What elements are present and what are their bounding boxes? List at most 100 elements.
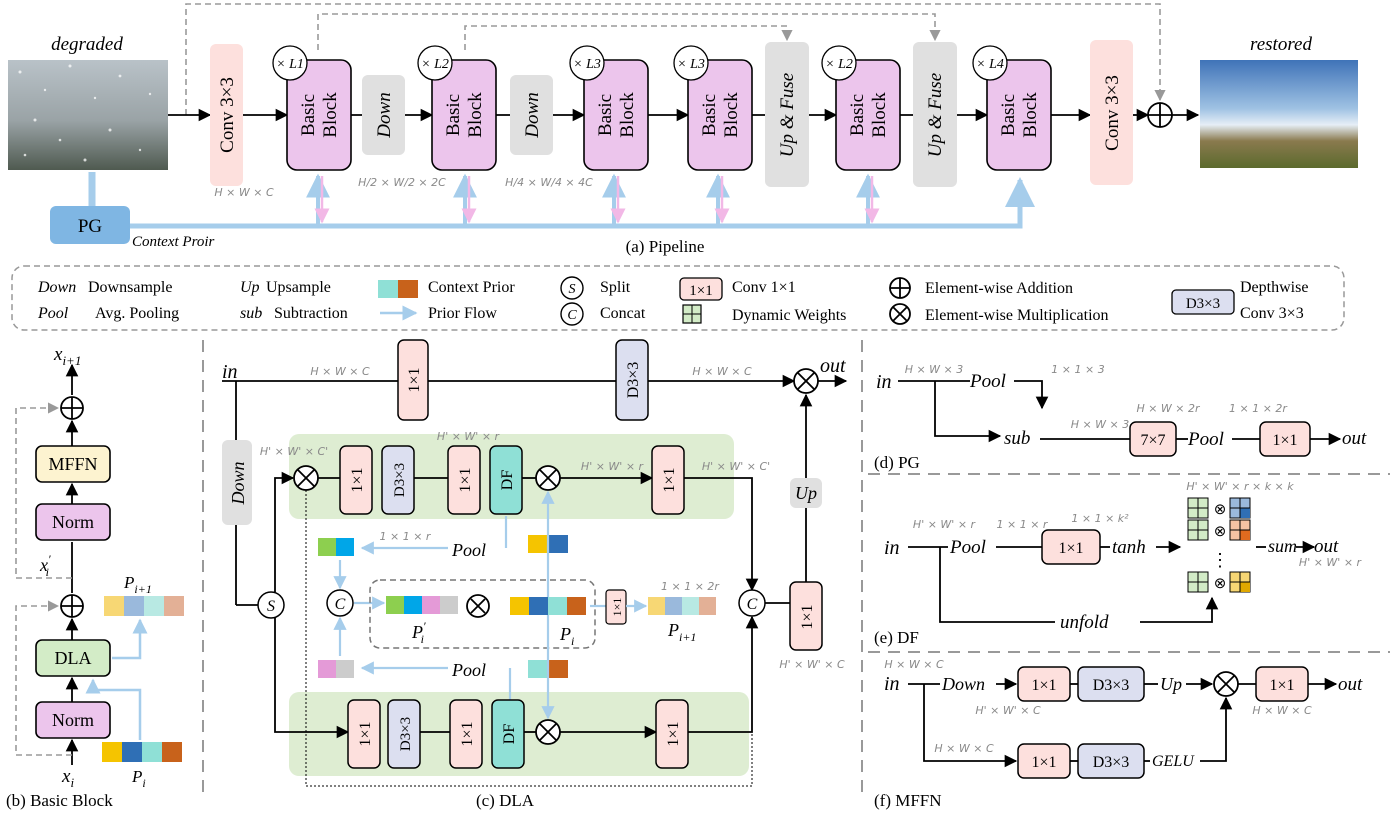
svg-text:Conv 3×3: Conv 3×3 (1240, 305, 1304, 322)
svg-text:H × W × C: H × W × C (1252, 704, 1312, 717)
svg-text:D3×3: D3×3 (398, 717, 414, 751)
svg-text:in: in (884, 537, 900, 559)
context-prior-swatch-2 (398, 280, 418, 298)
basic-block-4: Basic Block × L3 (674, 46, 752, 170)
svg-text:Down: Down (374, 92, 395, 138)
add-legend-icon (890, 278, 910, 298)
svg-text:1×1: 1×1 (457, 467, 474, 492)
dim-hwc: H × W × C (214, 186, 274, 199)
svg-text:H' × W' × C: H' × W' × C (975, 704, 1041, 717)
svg-text:Norm: Norm (52, 710, 94, 730)
p-out-label: Pi+1 (123, 573, 152, 596)
svg-text:H × W × C: H × W × C (934, 742, 994, 755)
svg-text:C: C (567, 308, 577, 323)
basic-block-6: Basic Block × L4 (973, 46, 1051, 170)
mul-legend-icon (890, 304, 910, 324)
svg-text:H × W × 2r: H × W × 2r (1136, 402, 1201, 415)
svg-text:in: in (876, 371, 892, 393)
svg-text:Down: Down (941, 674, 985, 694)
svg-text:Basic: Basic (699, 94, 720, 136)
pg-label: PG (78, 216, 103, 237)
svg-text:1×1: 1×1 (1269, 677, 1294, 694)
svg-text:1×1: 1×1 (1058, 540, 1083, 557)
mul-icon-mffn (1214, 672, 1238, 696)
svg-text:H' × W' × C': H' × W' × C' (702, 460, 770, 473)
split-icon-dla: S (258, 592, 284, 618)
svg-text:sub: sub (1004, 428, 1030, 449)
svg-text:DF: DF (499, 470, 516, 491)
svg-text:H' × W' × r: H' × W' × r (1299, 556, 1363, 569)
mul-icon-out (794, 369, 818, 393)
svg-text:Block: Block (1020, 92, 1041, 138)
svg-text:Block: Block (320, 92, 341, 138)
svg-text:Basic: Basic (998, 94, 1019, 136)
svg-text:D3×3: D3×3 (625, 362, 642, 399)
mult-l3: × L3 (573, 57, 601, 72)
svg-text:H' × W' × r: H' × W' × r (437, 430, 501, 443)
add-icon (1148, 103, 1172, 127)
svg-text:S: S (569, 282, 576, 297)
svg-text:⊗: ⊗ (1214, 524, 1227, 540)
svg-text:Block: Block (869, 92, 890, 138)
svg-text:H' × W' × r × k × k: H' × W' × r × k × k (1186, 480, 1294, 493)
dla-caption: (c) DLA (476, 791, 535, 810)
svg-text:1×1: 1×1 (799, 604, 816, 629)
degraded-label: degraded (51, 34, 123, 55)
svg-text:Block: Block (465, 92, 486, 138)
svg-text:D3×3: D3×3 (1093, 677, 1130, 694)
context-prior-label: Context Proir (132, 234, 215, 250)
svg-text:Conv 1×1: Conv 1×1 (732, 279, 796, 296)
mult-l1: × L1 (276, 57, 304, 72)
svg-text:MFFN: MFFN (48, 454, 97, 474)
svg-text:D3×3: D3×3 (1093, 754, 1130, 771)
svg-text:⊗: ⊗ (1214, 502, 1227, 518)
svg-text:H × W × C: H × W × C (692, 365, 752, 378)
svg-text:sub: sub (240, 305, 262, 322)
restored-image (1200, 60, 1358, 168)
basic-block-caption: (b) Basic Block (6, 791, 113, 810)
svg-text:Depthwise: Depthwise (1240, 279, 1308, 296)
svg-text:1×1: 1×1 (349, 467, 366, 492)
context-prior-swatch-1 (378, 280, 398, 298)
svg-text:D3×3: D3×3 (1186, 296, 1220, 312)
dynamic-weights-grid: ⊗ ⊗ ⋮ ⊗ (1188, 498, 1250, 592)
add-icon-b2 (61, 595, 83, 617)
svg-text:Context Prior: Context Prior (428, 279, 515, 296)
concat-icon-left: C (327, 590, 353, 616)
mult-l3b: × L3 (677, 57, 705, 72)
svg-text:Upsample: Upsample (266, 279, 331, 296)
mult-l2: × L2 (421, 57, 449, 72)
restored-label: restored (1250, 34, 1312, 55)
svg-text:1×1: 1×1 (1272, 432, 1297, 449)
mffn-caption: (f) MFFN (874, 791, 942, 810)
concat-icon-right: C (739, 590, 765, 616)
svg-text:H × W × C: H × W × C (310, 365, 370, 378)
svg-text:Pool: Pool (37, 305, 69, 322)
svg-text:unfold: unfold (1060, 612, 1109, 633)
svg-text:DLA: DLA (55, 648, 92, 668)
svg-text:7×7: 7×7 (1140, 432, 1165, 449)
basic-block-5: Basic Block × L2 (822, 46, 900, 170)
svg-text:Basic: Basic (443, 94, 464, 136)
svg-text:out: out (1342, 428, 1367, 449)
svg-text:1×1: 1×1 (459, 721, 476, 746)
svg-text:Pi+1: Pi+1 (667, 620, 696, 644)
svg-text:C: C (747, 596, 758, 613)
mul-icon-top (294, 466, 318, 490)
svg-text:Basic: Basic (847, 94, 868, 136)
p-out-bar (104, 596, 184, 616)
svg-text:Dynamic Weights: Dynamic Weights (732, 307, 846, 324)
basic-block-1: Basic Block × L1 (273, 46, 351, 170)
dim-h2: H/2 × W/2 × 2C (358, 176, 446, 189)
svg-text:C: C (335, 596, 346, 613)
mul-icon-bottom (536, 720, 560, 744)
down-box-2: Down (510, 75, 553, 155)
mult-l2b: × L2 (825, 57, 853, 72)
basic-block-2: Basic Block × L2 (418, 46, 496, 170)
svg-text:in: in (222, 361, 238, 383)
down-box-1: Down (362, 75, 405, 155)
x-mid-label: x′i (39, 552, 51, 579)
svg-text:Up & Fuse: Up & Fuse (777, 73, 798, 157)
svg-text:Down: Down (522, 92, 543, 138)
